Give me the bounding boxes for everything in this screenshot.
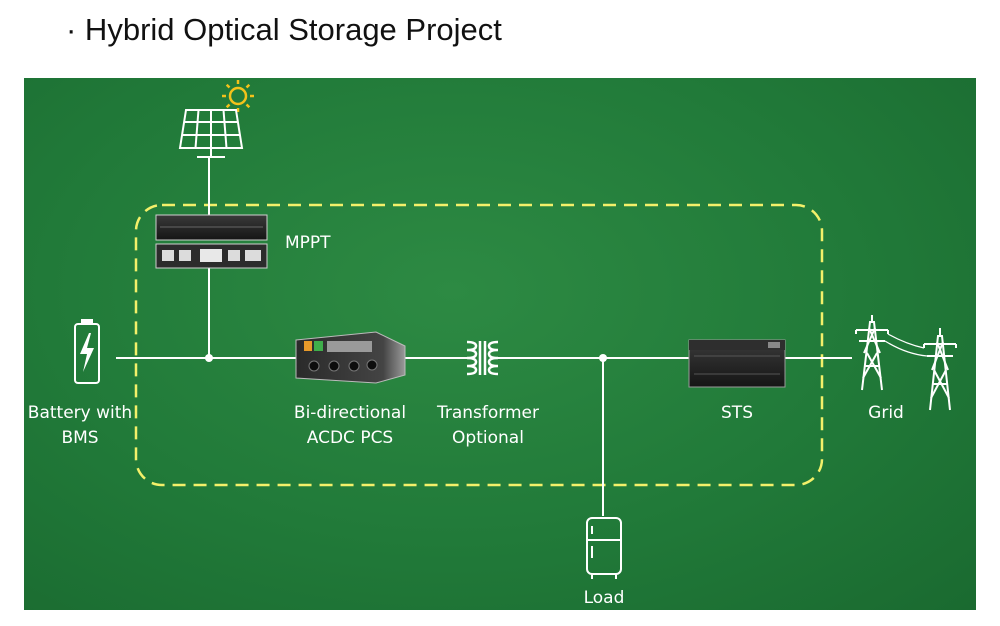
battery-label-line1: Battery with <box>27 403 133 423</box>
transmission-tower-icon <box>855 315 889 391</box>
diagram-panel: MPPT Battery with BMS Bi-directional ACD… <box>24 78 976 610</box>
pcs-label-line1: Bi-directional <box>293 403 407 423</box>
pcs-label-line2: ACDC PCS <box>306 428 394 448</box>
solar-panel-icon <box>178 109 244 158</box>
grid-label: Grid <box>868 403 904 423</box>
transformer-label-line2: Optional <box>452 428 524 448</box>
load-label: Load <box>583 588 625 608</box>
junction-dot-load <box>599 354 607 362</box>
transformer-label-line1: Transformer <box>436 403 539 423</box>
battery-label-line2: BMS <box>61 428 99 448</box>
sun-icon <box>222 80 254 112</box>
junction-dot-mppt <box>205 354 213 362</box>
transmission-tower-icon <box>923 328 957 411</box>
power-lines <box>884 333 928 357</box>
mppt-device <box>155 214 268 269</box>
refrigerator-icon <box>586 517 622 579</box>
transformer-icon <box>466 340 499 376</box>
wiring <box>116 158 852 516</box>
mppt-label: MPPT <box>285 233 331 253</box>
sts-label: STS <box>721 403 753 423</box>
system-boundary <box>134 203 824 487</box>
battery-icon <box>74 319 100 384</box>
system-diagram <box>74 80 957 579</box>
pcs-device <box>295 331 406 384</box>
page-title: · Hybrid Optical Storage Project <box>66 12 502 47</box>
sts-device <box>688 339 786 388</box>
